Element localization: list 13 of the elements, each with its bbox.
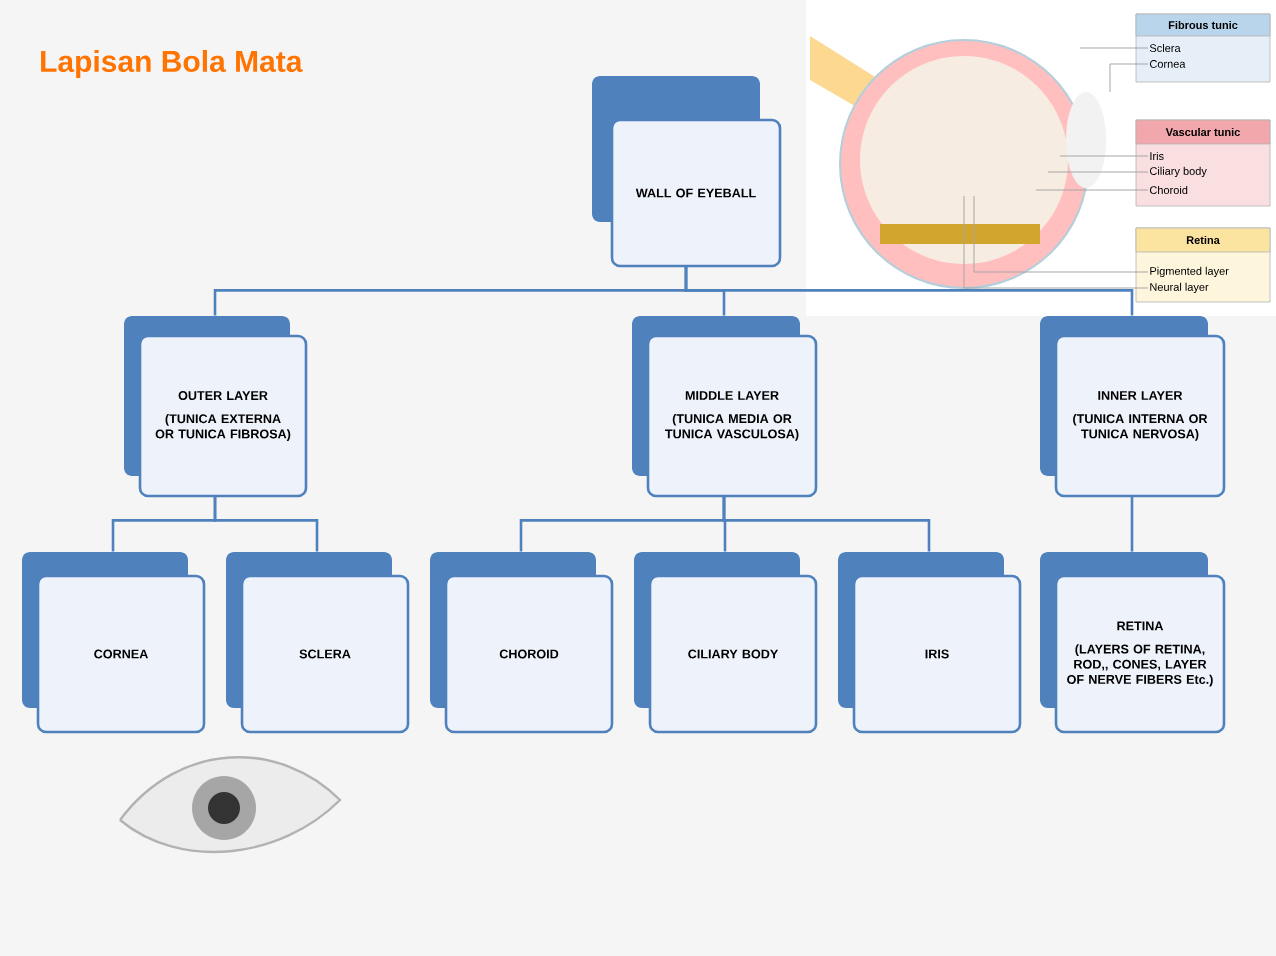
- connector: [1130, 496, 1134, 552]
- leader-line: [1109, 63, 1149, 93]
- connector: [684, 266, 1134, 316]
- leader-line: [1047, 171, 1149, 173]
- leader-line: [1059, 155, 1149, 157]
- connector: [213, 496, 319, 552]
- leader-line: [973, 195, 1149, 273]
- title: Lapisan Bola Mata: [41, 50, 303, 78]
- connector: [722, 496, 931, 552]
- eye-drawing: [810, 36, 1106, 289]
- leader-line: [1079, 47, 1149, 49]
- leader-line: [963, 195, 1149, 289]
- leader-line: [1035, 189, 1149, 191]
